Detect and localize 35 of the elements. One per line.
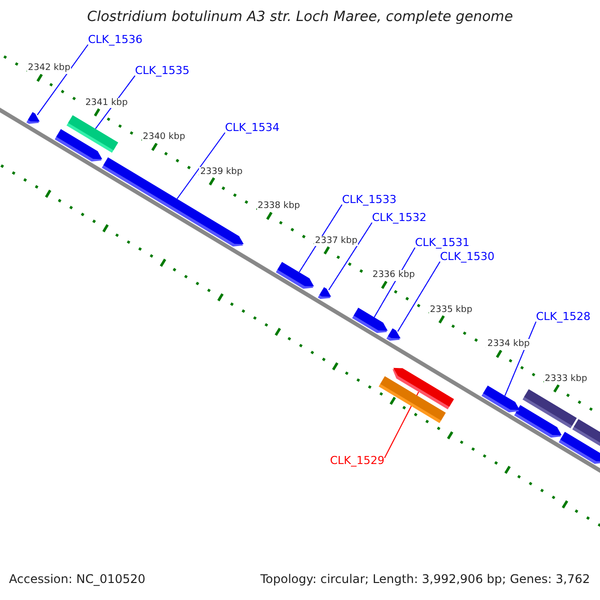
gene-label: CLK_1533 xyxy=(342,194,397,207)
gene-feature xyxy=(386,328,401,341)
gene-label: CLK_1534 xyxy=(225,122,280,135)
gene-feature xyxy=(318,287,332,300)
tick-label: 2334 kbp xyxy=(486,339,531,350)
tick-label: 2340 kbp xyxy=(142,132,186,143)
gene-feature xyxy=(26,112,40,124)
footer-text: Topology: circular; Length: 3,992,906 bp; Genes: 3,762 xyxy=(260,573,590,587)
gene-label: CLK_1528 xyxy=(536,311,591,324)
tick-label: 2339 kbp xyxy=(199,166,244,178)
tick-label: 2335 kbp xyxy=(428,304,474,316)
tick-label: 2341 kbp xyxy=(84,98,129,108)
gene-label: CLK_1535 xyxy=(135,65,190,78)
gene-feature xyxy=(276,262,314,289)
tick-label: 2337 kbp xyxy=(314,236,358,246)
tick-label: 2333 kbp xyxy=(544,374,588,384)
gene-block xyxy=(66,115,118,153)
leader-line xyxy=(397,261,440,332)
tick-label: 2338 kbp xyxy=(256,201,302,212)
gene-label: CLK_1530 xyxy=(440,251,495,264)
gene-label: CLK_1531 xyxy=(415,237,470,250)
gene-feature xyxy=(392,368,454,410)
footer-text: Accession: NC_010520 xyxy=(9,573,146,587)
gene-label: CLK_1536 xyxy=(88,34,143,47)
tick-label: 2342 kbp xyxy=(26,63,72,74)
gene-feature xyxy=(352,308,388,334)
gene-label: CLK_1532 xyxy=(372,212,427,225)
tick-label: 2336 kbp xyxy=(371,270,416,281)
title: Clostridium botulinum A3 str. Loch Maree, complete genome xyxy=(86,9,514,26)
leader-line xyxy=(176,132,226,200)
leader-line xyxy=(298,204,342,273)
leader-line xyxy=(36,44,88,116)
gene-feature xyxy=(482,386,520,412)
gene-label: CLK_1529 xyxy=(330,455,385,468)
leader-line xyxy=(328,222,372,291)
